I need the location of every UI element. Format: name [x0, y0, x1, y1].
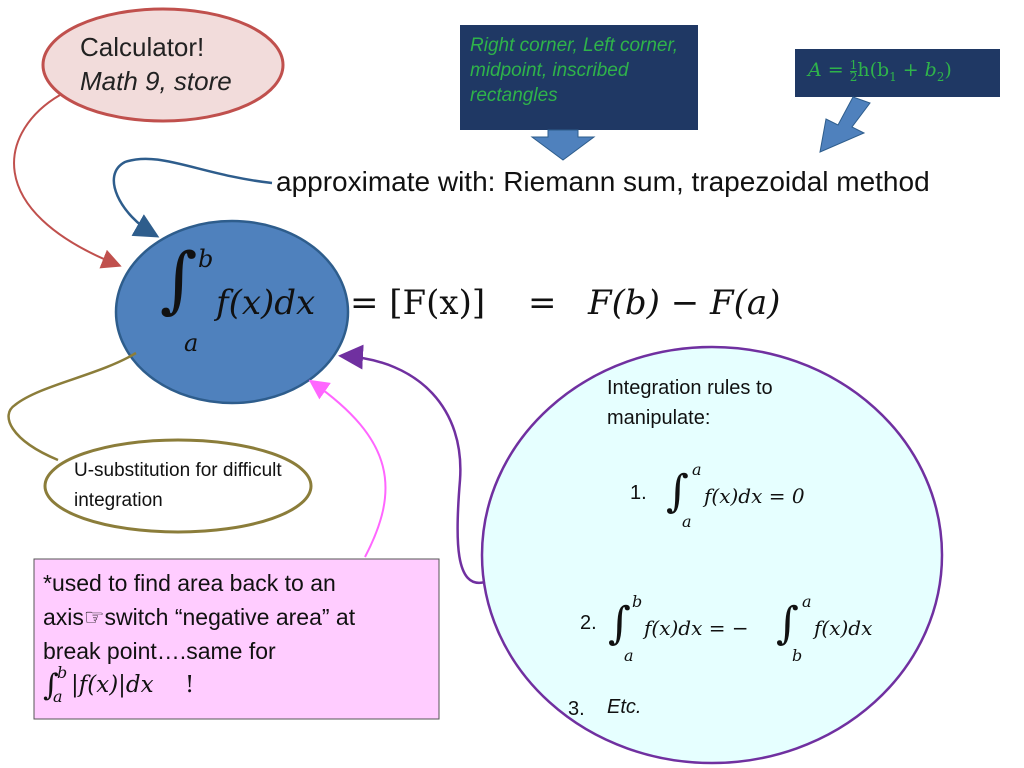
rule-2: 2. ∫ b a f(x)dx = − ∫ a b f(x)dx: [580, 592, 920, 672]
area-integral-sign: ∫: [43, 668, 59, 703]
area-note: *used to find area back to an axis☞switc…: [43, 566, 435, 708]
main-integral-sign: ∫: [160, 237, 198, 321]
trapezoid-arrow: [819, 96, 871, 153]
trapezoid-rest: h(b: [857, 59, 890, 81]
area-formula-body: |f(x)|dx: [71, 672, 154, 698]
usub-connector: [7, 351, 137, 462]
rule2-body: f(x)dx = −: [644, 616, 749, 640]
methods-box: [460, 25, 698, 130]
rule-1: 1. ∫ a a f(x)dx = 0: [600, 458, 880, 538]
rule2-integral-sign-2: ∫: [776, 598, 799, 649]
trapezoid-box: [795, 49, 1000, 97]
trapezoid-fraction: 1 2: [849, 57, 858, 84]
rule-3-text: Etc.: [607, 696, 642, 718]
area-line2-a: axis: [43, 604, 84, 630]
trapezoid-formula: A = 1 2 h(b1 + b2): [808, 59, 952, 84]
approximate-connector: [112, 157, 273, 238]
trapezoid-frac-den: 2: [849, 69, 858, 84]
area-line3: break point….same for: [43, 638, 276, 664]
main-integral-ellipse: [114, 219, 350, 405]
usub-text: U-substitution for difficult integration: [74, 460, 282, 511]
area-line1: *used to find area back to an: [43, 570, 336, 596]
rule2-upper: b: [632, 592, 643, 611]
main-antiderivative: = [F(x)]: [350, 283, 486, 323]
trapezoid-frac-num: 1: [849, 57, 858, 72]
usub-ellipse: [43, 438, 313, 534]
trapezoid-plus: + b: [896, 59, 937, 81]
rule2-integral-sign: ∫: [608, 598, 631, 649]
rule2-lower-2: b: [792, 646, 803, 665]
rule-3-number: 3.: [568, 698, 585, 720]
main-lower-limit: a: [184, 329, 199, 357]
trapezoid-sub1: 1: [889, 69, 897, 84]
calculator-ellipse: [41, 7, 285, 123]
rule1-lower: a: [682, 512, 692, 531]
main-upper-limit: b: [198, 245, 214, 273]
rule2-lower: a: [624, 646, 634, 665]
area-line2: axis☞switch “negative area” at: [43, 600, 435, 634]
trapezoid-lhs: A =: [808, 59, 844, 81]
rule2-number: 2.: [580, 612, 597, 634]
calculator-note: Calculator! Math 9, store: [80, 30, 232, 98]
main-rhs: F(b) − F(a): [588, 283, 781, 323]
area-formula: ∫ b a |f(x)|dx !: [43, 664, 435, 708]
main-equation: ∫ b a f(x)dx = [F(x)] = F(b) − F(a): [160, 239, 860, 365]
rule2-body-2: f(x)dx: [814, 616, 873, 640]
calculator-line1: Calculator!: [80, 32, 205, 62]
rules-ellipse: [480, 345, 944, 765]
area-line2-b: switch “negative area” at: [104, 604, 356, 630]
rules-title: Integration rules to manipulate:: [607, 377, 773, 429]
rule1-integral-sign: ∫: [666, 466, 689, 517]
calculator-connector: [13, 94, 122, 269]
methods-text: Right corner, Left corner, midpoint, ins…: [470, 35, 679, 106]
area-upper-limit: b: [57, 663, 68, 682]
pointing-hand-icon: ☞: [83, 604, 105, 630]
rule1-number: 1.: [630, 482, 647, 504]
rule2-upper-2: a: [802, 592, 812, 611]
rule1-body: f(x)dx = 0: [704, 484, 805, 508]
rule1-upper: a: [692, 460, 702, 479]
area-box: [33, 558, 440, 720]
trapezoid-sub2: 2: [936, 69, 945, 84]
rules-connector: [338, 344, 486, 585]
area-connector: [308, 379, 387, 558]
area-lower-limit: a: [53, 687, 63, 706]
main-integrand: f(x)dx: [216, 283, 316, 323]
area-formula-end: !: [185, 672, 195, 698]
approximate-text: approximate with: Riemann sum, trapezoid…: [276, 166, 930, 197]
methods-down-arrow: [530, 129, 596, 161]
calculator-line2: Math 9, store: [80, 66, 232, 96]
main-equals: =: [528, 283, 557, 323]
trapezoid-close: ): [944, 59, 952, 81]
